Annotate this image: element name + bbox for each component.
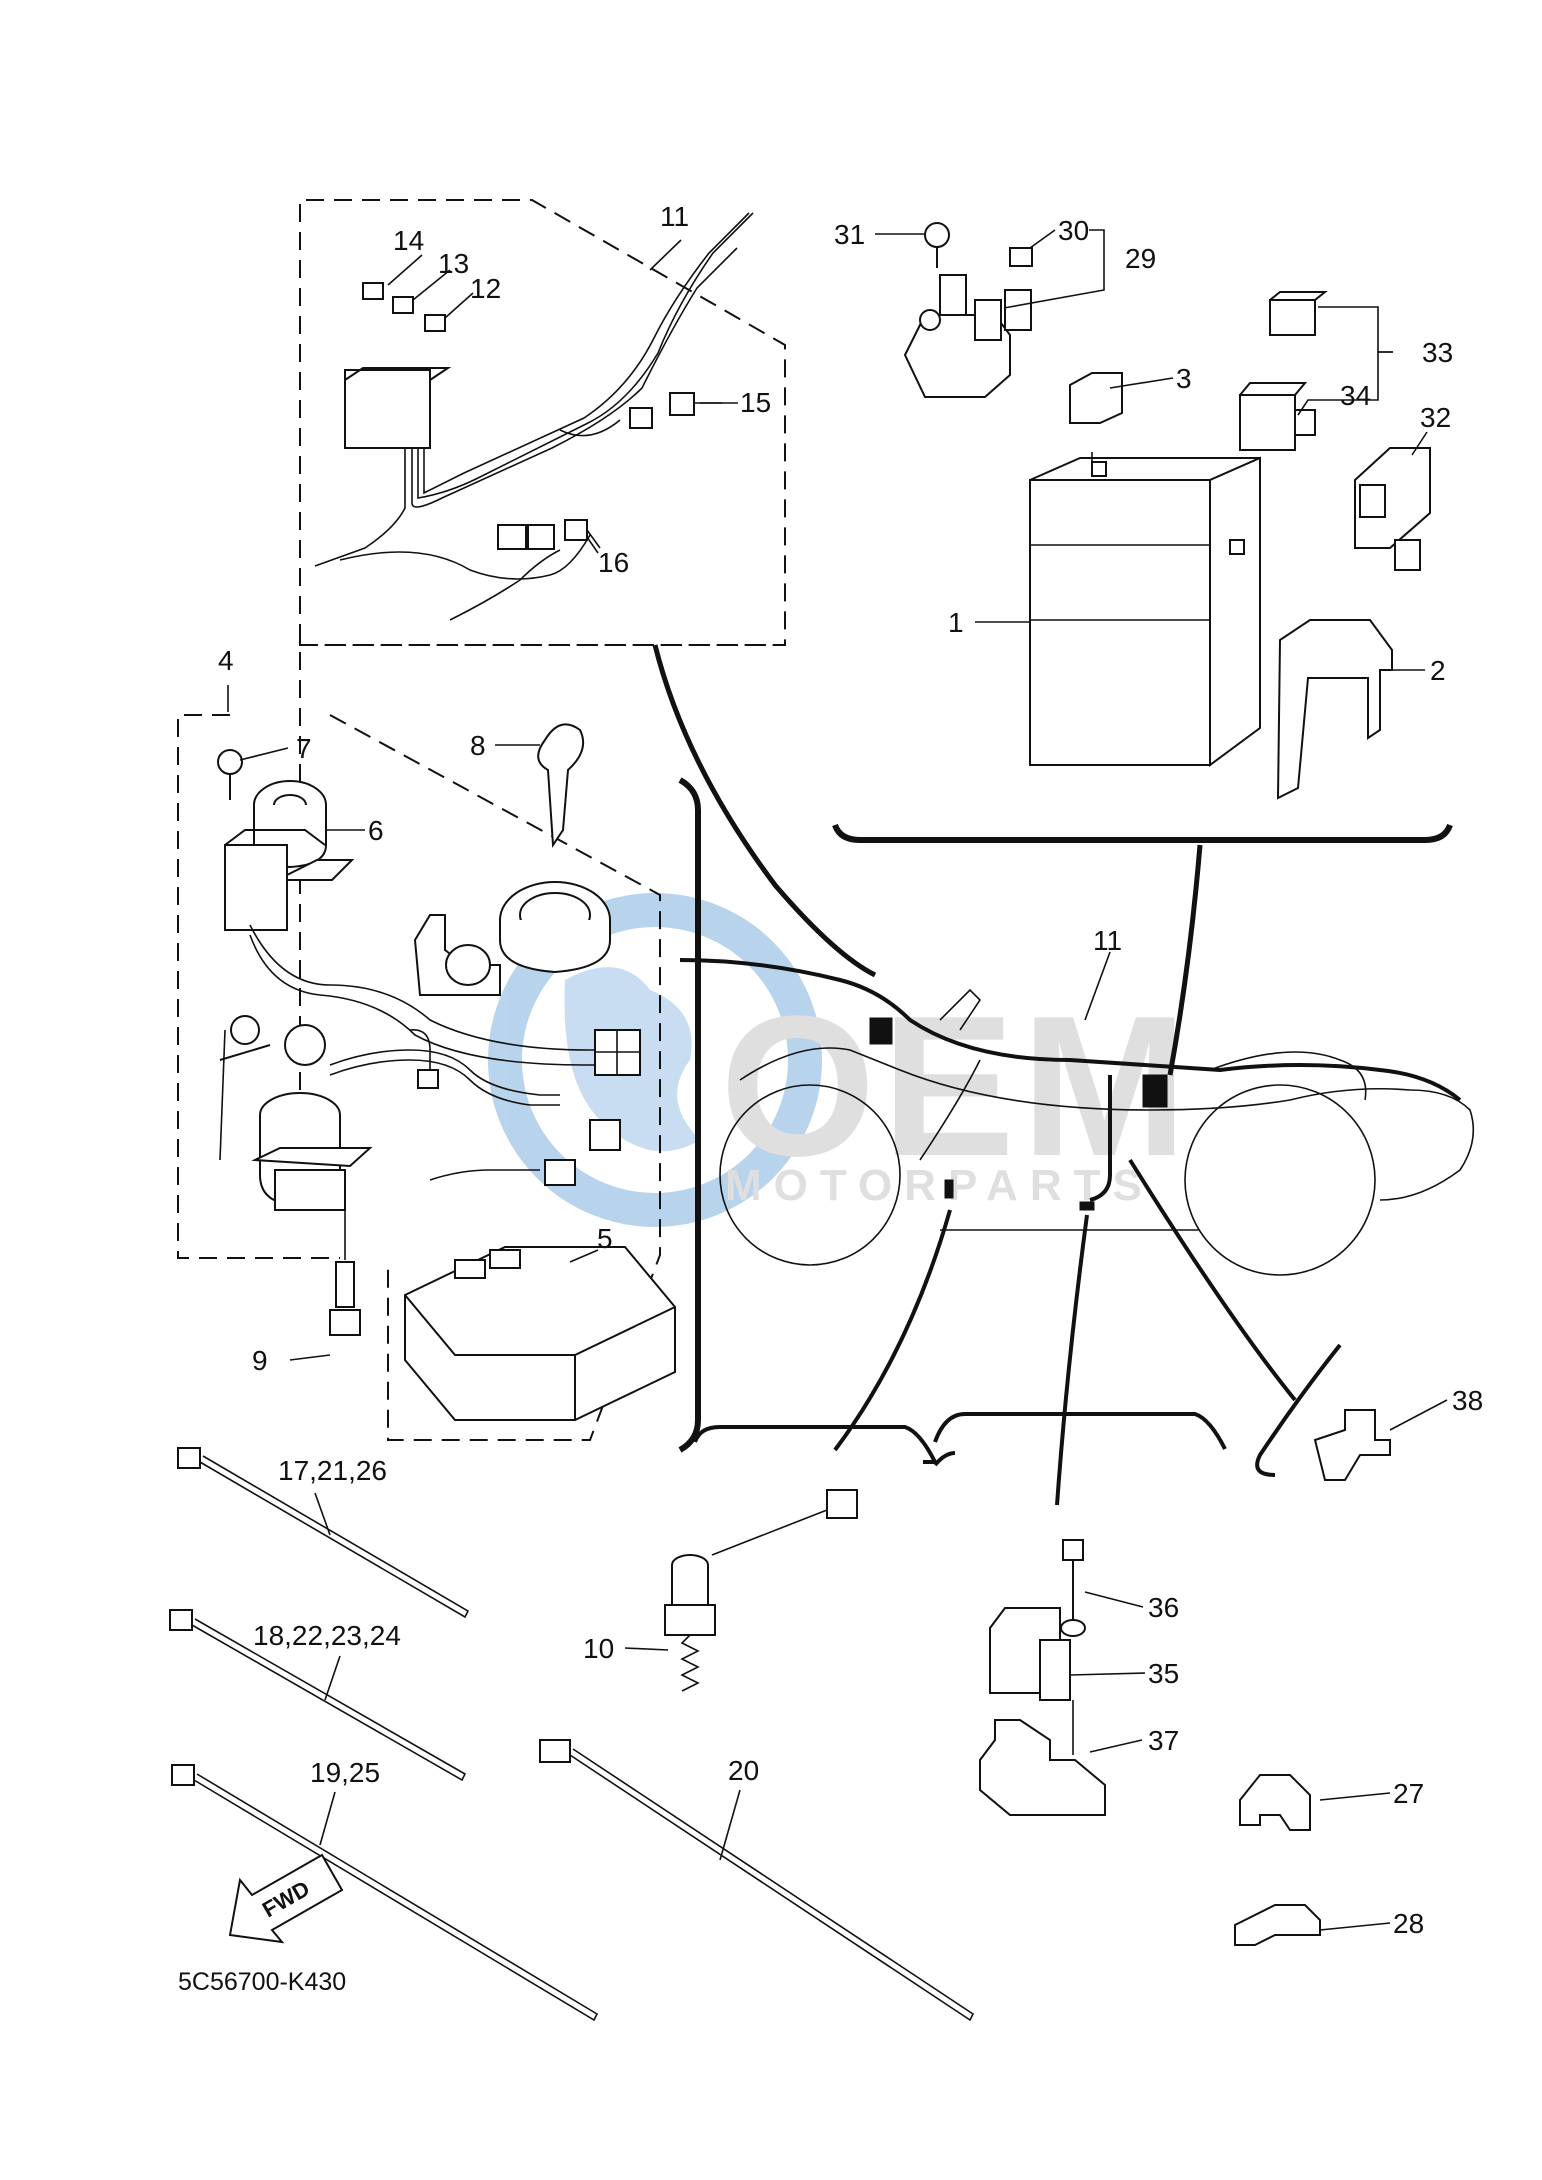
callout-34: 34 bbox=[1340, 380, 1371, 411]
callout-29: 29 bbox=[1125, 243, 1156, 274]
relay-socket-34 bbox=[1239, 394, 1296, 451]
neutral-switch-10 bbox=[664, 1489, 858, 1692]
sensor-group bbox=[979, 1539, 1106, 1816]
relay-33 bbox=[1269, 299, 1316, 336]
callout-32: 32 bbox=[1420, 402, 1451, 433]
callout-27: 27 bbox=[1393, 1778, 1424, 1809]
harness-inset bbox=[299, 199, 786, 1090]
bolt-9 bbox=[335, 1261, 355, 1308]
callout-37: 37 bbox=[1148, 1725, 1179, 1756]
ecu-5 bbox=[404, 1246, 676, 1421]
bracket-38 bbox=[1313, 1409, 1391, 1481]
callout-30: 30 bbox=[1058, 215, 1089, 246]
callout-15: 15 bbox=[740, 387, 771, 418]
callout-20: 20 bbox=[728, 1755, 759, 1786]
callout-1: 1 bbox=[948, 607, 964, 638]
callout-19-25: 19,25 bbox=[310, 1757, 380, 1788]
callout-11b: 11 bbox=[1093, 925, 1122, 956]
callout-35: 35 bbox=[1148, 1658, 1179, 1689]
callout-11: 11 bbox=[660, 201, 689, 232]
fuse-30 bbox=[1009, 247, 1033, 267]
callout-5: 5 bbox=[597, 1223, 613, 1254]
terminal-cover-3 bbox=[1069, 372, 1123, 424]
key-8 bbox=[537, 723, 584, 849]
callout-38: 38 bbox=[1452, 1385, 1483, 1416]
fuse-12 bbox=[424, 314, 446, 332]
bolt-36 bbox=[1062, 1539, 1084, 1561]
diagram-code: 5C56700-K430 bbox=[178, 1968, 346, 1996]
callout-13: 13 bbox=[438, 248, 469, 279]
callout-3: 3 bbox=[1176, 363, 1192, 394]
main-switch-group bbox=[177, 714, 701, 1453]
callout-14: 14 bbox=[393, 225, 424, 256]
connector-15 bbox=[669, 392, 695, 416]
callout-10: 10 bbox=[583, 1633, 614, 1664]
callout-4: 4 bbox=[218, 645, 234, 676]
battery-group bbox=[832, 222, 1453, 843]
screw-7 bbox=[217, 749, 243, 775]
callout-17-21-26: 17,21,26 bbox=[278, 1455, 387, 1486]
harness-box bbox=[344, 369, 431, 449]
clip-27 bbox=[1239, 1774, 1311, 1831]
callout-8: 8 bbox=[470, 730, 486, 761]
bracket-37 bbox=[979, 1719, 1106, 1816]
cable-ties bbox=[169, 1447, 975, 2022]
fwd-arrow-icon: FWD bbox=[228, 1853, 344, 1944]
callout-labels: 1 2 3 4 5 6 7 8 9 10 11 11 12 13 14 15 1… bbox=[218, 201, 1483, 1939]
callout-28: 28 bbox=[1393, 1908, 1424, 1939]
fuse-13 bbox=[392, 296, 414, 314]
callout-7: 7 bbox=[296, 733, 312, 764]
callout-16: 16 bbox=[598, 547, 629, 578]
connector-16 bbox=[564, 519, 588, 541]
bolt-31 bbox=[924, 222, 950, 248]
callout-2: 2 bbox=[1430, 655, 1446, 686]
callout-31: 31 bbox=[834, 219, 865, 250]
relay-32 bbox=[1354, 447, 1431, 549]
callout-33: 33 bbox=[1422, 337, 1453, 368]
callout-6: 6 bbox=[368, 815, 384, 846]
clip-28 bbox=[1234, 1904, 1321, 1946]
watermark-tagline: MOTORPARTS bbox=[725, 1161, 1154, 1210]
motorcycle-overview bbox=[652, 644, 1475, 1506]
battery-band-2 bbox=[1276, 619, 1393, 800]
callout-12: 12 bbox=[470, 273, 501, 304]
leader-lines bbox=[227, 229, 1448, 1931]
fuse-14 bbox=[362, 282, 384, 300]
callout-36: 36 bbox=[1148, 1592, 1179, 1623]
callout-18-22-23-24: 18,22,23,24 bbox=[253, 1620, 401, 1651]
callout-9: 9 bbox=[252, 1345, 268, 1376]
